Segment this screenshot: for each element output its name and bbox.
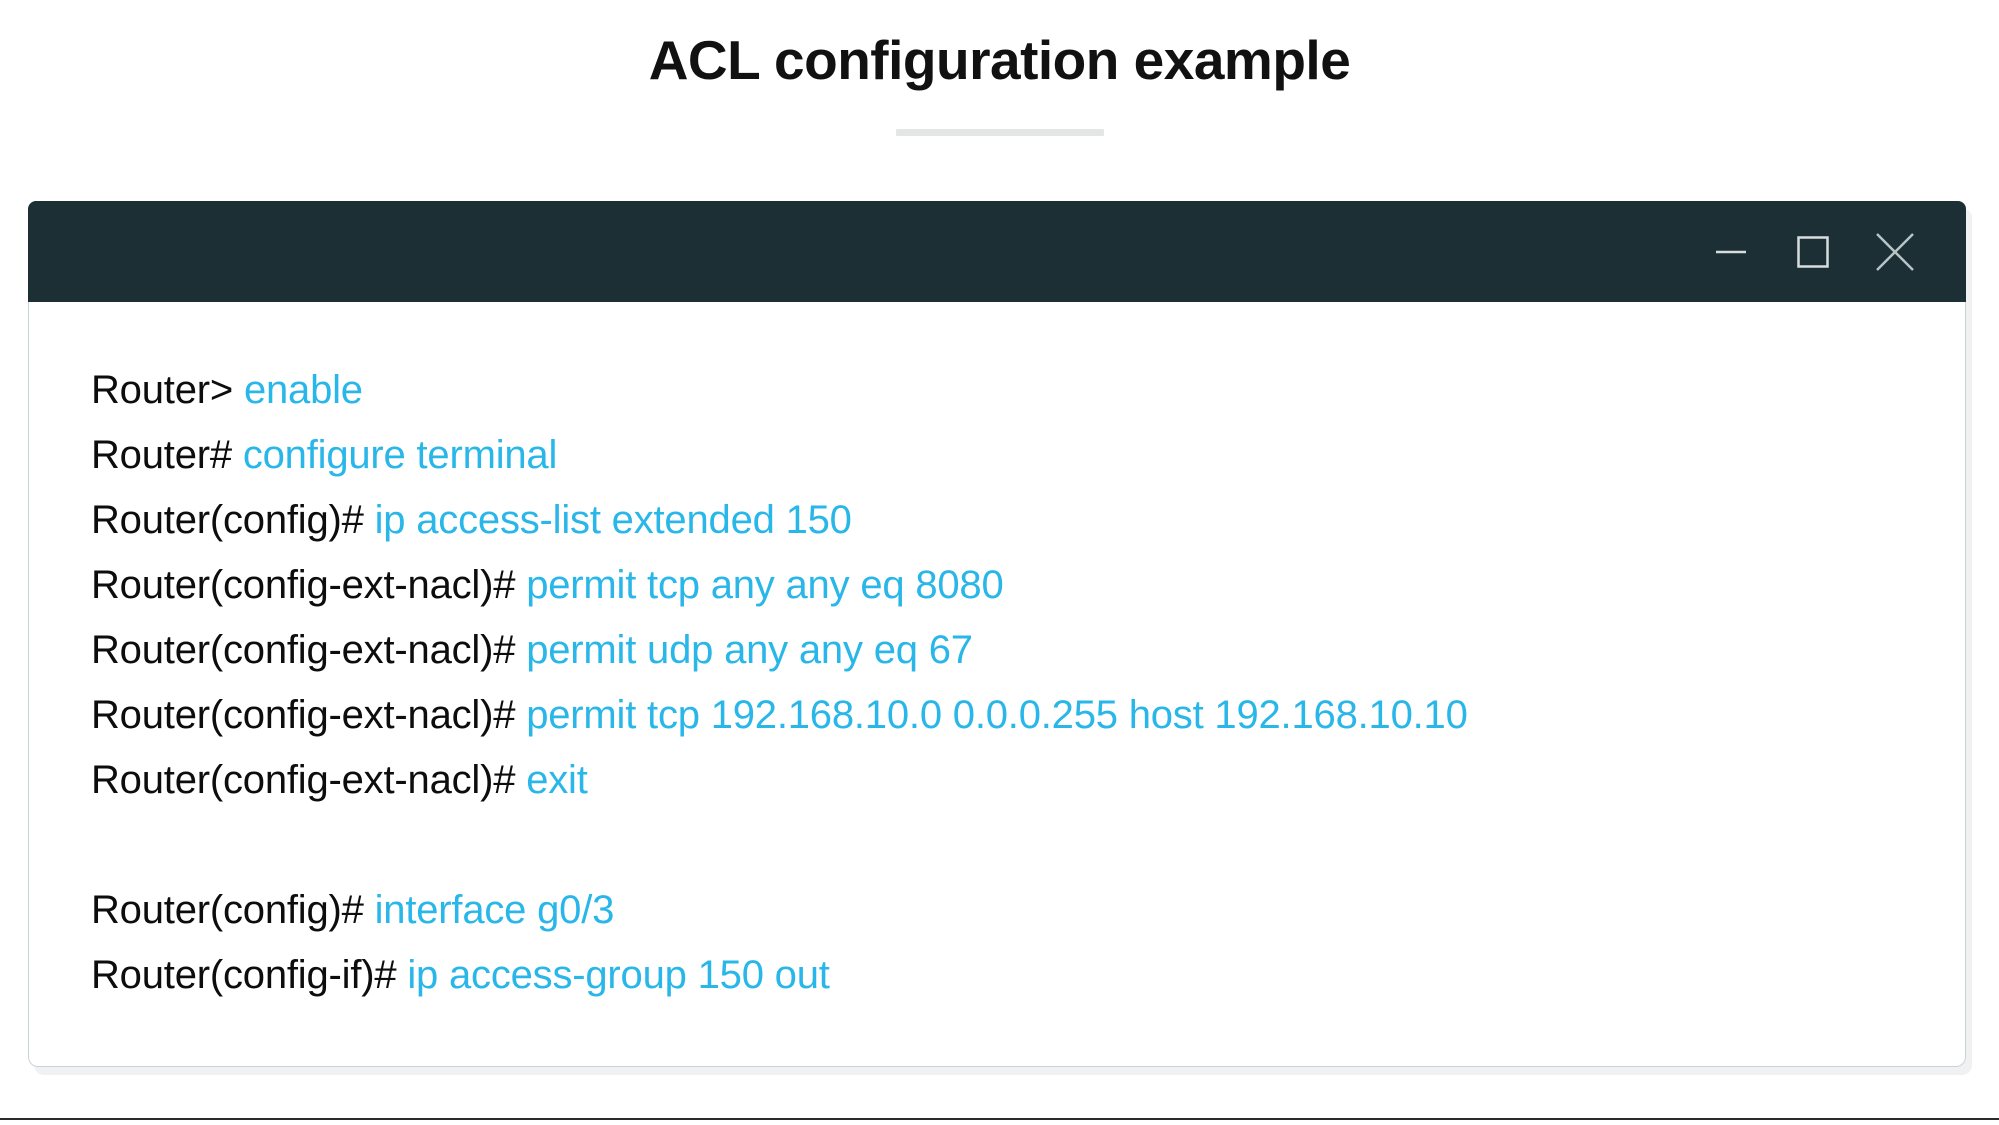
terminal-command: ip access-group 150 out	[407, 953, 830, 997]
terminal-line: Router(config-ext-nacl)# permit tcp any …	[91, 553, 1965, 618]
terminal-command: permit tcp any any eq 8080	[526, 563, 1004, 607]
terminal-prompt: Router(config-ext-nacl)#	[91, 628, 527, 672]
terminal-line: Router(config)# interface g0/3	[91, 878, 1965, 943]
terminal-prompt: Router(config)#	[91, 498, 375, 542]
terminal-prompt: Router#	[91, 433, 243, 477]
maximize-icon	[1791, 230, 1835, 274]
terminal-line: Router# configure terminal	[91, 423, 1965, 488]
page-header: ACL configuration example	[0, 0, 1999, 136]
terminal-line: Router(config)# ip access-list extended …	[91, 488, 1965, 553]
terminal-line: Router(config-if)# ip access-group 150 o…	[91, 943, 1965, 1008]
minimize-button[interactable]	[1708, 229, 1754, 275]
terminal-line: Router(config-ext-nacl)# permit tcp 192.…	[91, 683, 1965, 748]
close-icon	[1869, 226, 1921, 278]
terminal-prompt: Router(config-ext-nacl)#	[91, 693, 527, 737]
terminal-command: configure terminal	[242, 433, 558, 477]
bottom-rule	[0, 1118, 1999, 1120]
terminal-line: Router(config-ext-nacl)# exit	[91, 748, 1965, 813]
terminal-prompt: Router>	[91, 368, 244, 412]
terminal-prompt: Router(config)#	[91, 888, 375, 932]
terminal-command: exit	[526, 758, 588, 802]
terminal-prompt: Router(config-ext-nacl)#	[91, 758, 527, 802]
terminal-prompt: Router(config-if)#	[91, 953, 408, 997]
terminal-command: interface g0/3	[374, 888, 615, 932]
terminal-prompt: Router(config-ext-nacl)#	[91, 563, 527, 607]
terminal-line: Router(config-ext-nacl)# permit udp any …	[91, 618, 1965, 683]
terminal-command: ip access-list extended 150	[374, 498, 852, 542]
maximize-button[interactable]	[1790, 229, 1836, 275]
close-button[interactable]	[1872, 229, 1918, 275]
page-title: ACL configuration example	[648, 29, 1351, 91]
title-divider	[895, 128, 1104, 136]
terminal-command: permit udp any any eq 67	[526, 628, 973, 672]
window-title-bar	[28, 201, 1966, 302]
terminal-command: permit tcp 192.168.10.0 0.0.0.255 host 1…	[526, 693, 1468, 737]
terminal-blank-line	[91, 813, 1965, 878]
terminal-line: Router> enable	[91, 358, 1965, 423]
window-controls	[1708, 229, 1918, 275]
minimize-icon	[1709, 230, 1753, 274]
terminal-command: enable	[243, 368, 363, 412]
